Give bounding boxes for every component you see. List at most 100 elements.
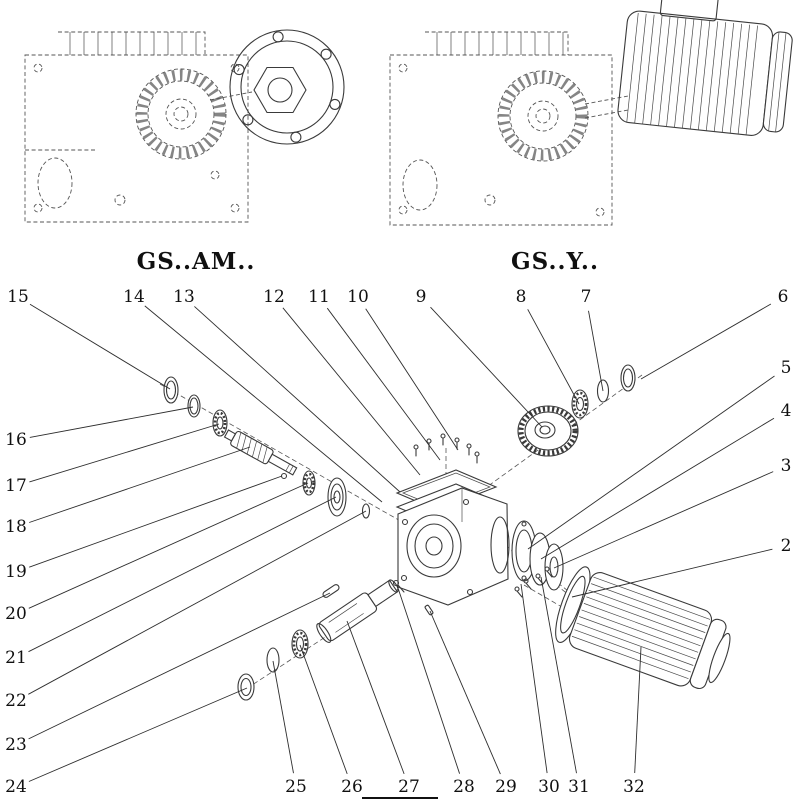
callout-number-15: 15 [7, 287, 29, 307]
callout-number-12: 12 [263, 287, 285, 307]
callout-number-32: 32 [623, 777, 645, 797]
flange-bolt-hole [272, 31, 284, 43]
callout-number-8: 8 [516, 287, 527, 307]
model-label-gs-am: GS..AM.. [136, 248, 256, 275]
leader-line-16 [29, 406, 194, 438]
callout-number-31: 31 [568, 777, 590, 797]
leader-line-13 [194, 306, 401, 493]
motor-fins [626, 12, 758, 135]
leader-line-31 [540, 576, 577, 774]
flange-bolt-hole [290, 131, 302, 143]
leader-line-15 [29, 303, 171, 390]
callout-number-5: 5 [781, 358, 792, 378]
stator-outline [497, 70, 589, 162]
leader-line-29 [429, 610, 501, 775]
leader-line-6 [640, 303, 772, 380]
callout-number-10: 10 [347, 287, 369, 307]
worm-thread [236, 432, 268, 463]
set-screw [392, 579, 405, 593]
callout-number-3: 3 [781, 456, 792, 476]
callout-number-9: 9 [416, 287, 427, 307]
leader-line-23 [28, 592, 331, 740]
callout-number-6: 6 [778, 287, 789, 307]
callout-number-2: 2 [781, 536, 792, 556]
motor-end-cap [762, 31, 793, 133]
retaining-ring [187, 394, 201, 418]
callout-number-18: 18 [5, 517, 27, 537]
exploded-view [159, 364, 731, 701]
callout-number-29: 29 [495, 777, 517, 797]
callout-number-20: 20 [5, 604, 27, 624]
callout-number-14: 14 [123, 287, 145, 307]
stator-outline [135, 68, 227, 160]
leader-line-2 [571, 548, 773, 598]
motor-body [568, 572, 713, 687]
oil-seal [163, 376, 179, 404]
leader-line-7 [588, 310, 604, 392]
callout-number-17: 17 [5, 476, 27, 496]
spacer-ring [620, 364, 636, 392]
leader-line-14 [144, 305, 383, 503]
leader-line-11 [326, 307, 441, 461]
leader-line-21 [28, 496, 337, 653]
worm-bearing [302, 470, 316, 496]
shaft-key [322, 584, 340, 598]
leader-line-4 [540, 417, 775, 560]
output-flange-drawing [229, 29, 345, 145]
circlip [596, 379, 610, 403]
output-shaft [316, 579, 399, 643]
callout-number-11: 11 [308, 287, 330, 307]
leader-line-8 [527, 309, 580, 405]
model-label-gs-y: GS..Y.. [511, 248, 599, 275]
leader-line-12 [282, 307, 421, 476]
stator-ribs [136, 69, 226, 159]
callout-number-23: 23 [5, 735, 27, 755]
input-bearing [212, 409, 228, 437]
leader-line-28 [396, 584, 461, 774]
worm-shaft [223, 429, 298, 476]
motor-screws [514, 566, 553, 598]
leader-line-25 [272, 660, 294, 774]
output-circlip [266, 647, 280, 673]
flange-bolt-hole [320, 48, 332, 60]
callout-number-19: 19 [5, 562, 27, 582]
callout-number-24: 24 [5, 777, 27, 797]
leader-line-32 [634, 646, 642, 774]
leader-line-20 [28, 482, 309, 609]
gear-bearing [571, 389, 589, 419]
motor-body [617, 10, 774, 136]
cover-screws [413, 433, 480, 464]
output-bearing [291, 629, 309, 659]
gear-housing [397, 487, 510, 606]
callout-number-7: 7 [581, 287, 592, 307]
callout-number-26: 26 [341, 777, 363, 797]
housing-output-face [490, 516, 510, 574]
callout-number-21: 21 [5, 648, 27, 668]
motor-fins [571, 576, 711, 679]
leader-line-26 [299, 644, 348, 775]
leader-line-19 [29, 475, 283, 568]
leader-line-30 [520, 583, 548, 774]
motor [555, 566, 731, 690]
gear-hub [534, 421, 556, 439]
callout-number-25: 25 [285, 777, 307, 797]
leader-line-27 [346, 620, 405, 775]
callout-number-13: 13 [173, 287, 195, 307]
stator-ribs [498, 71, 588, 161]
callout-number-28: 28 [453, 777, 475, 797]
leader-line-3 [553, 471, 774, 569]
callout-number-16: 16 [5, 430, 27, 450]
leader-line-10 [365, 308, 459, 451]
callout-number-4: 4 [781, 401, 792, 421]
dowel-pin [424, 604, 434, 616]
leader-line-9 [430, 306, 543, 428]
flange-bolt-hole [329, 98, 341, 110]
leader-line-5 [527, 375, 775, 550]
callout-number-30: 30 [538, 777, 560, 797]
leader-line-17 [29, 423, 220, 483]
gearbox-gs-am-ghost-drawing [24, 31, 253, 223]
helical-gear [517, 405, 579, 457]
gear-teeth [518, 406, 578, 456]
